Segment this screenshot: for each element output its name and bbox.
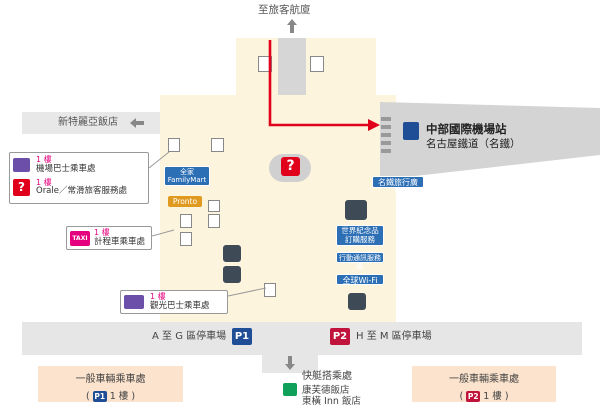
general-parking-right: 一般車輛乘車處 ( P2 1 樓 ) (412, 366, 556, 402)
p1-parking-text: A 至 G 區停車場 (152, 331, 227, 342)
taxi-desc: 計程車乘車處 (94, 236, 146, 247)
locker-icon (345, 200, 367, 220)
station-platform (380, 102, 600, 180)
hotels-label: 康芙德飯店 東橫 Inn 飯店 (302, 385, 361, 407)
escalator-icon (310, 56, 324, 72)
general-parking-left: 一般車輛乘車處 ( P1 1 樓 ) (38, 366, 183, 402)
elevator-icon (208, 214, 220, 228)
mobile-service-tag: 行動通訊服務處 (336, 252, 384, 270)
train-icon (403, 122, 419, 140)
general-parking-left-floor-row: ( P1 1 樓 ) (85, 391, 136, 402)
elevator-icon (223, 245, 241, 262)
sightseeing-floor: 1 樓 (150, 292, 166, 301)
wifi-tag: 全球Wi-Fi (336, 274, 384, 285)
p2-parking-badge: P2 (330, 328, 350, 345)
callout-pointer (228, 287, 267, 297)
sightseeing-desc: 觀光巴士乘車處 (150, 300, 210, 311)
airport-bus-floor: 1 樓 (36, 155, 52, 164)
general-parking-right-floor-row: ( P2 1 樓 ) (459, 391, 509, 402)
station-title: 中部國際機場站 (426, 122, 507, 136)
route-arrow (268, 40, 380, 131)
bus-icon (13, 158, 30, 173)
general-parking-right-title: 一般車輛乘車處 (449, 374, 519, 385)
callout-bus-info: 1 樓 機場巴士乘車處 ? 1 樓 Orale／常滑旅客服務處 (9, 152, 149, 204)
general-parking-right-badge: P2 (466, 391, 481, 402)
info-icon: ? (281, 157, 300, 176)
callout-pointer (149, 151, 170, 169)
ferry-label: 快艇搭乘處 (302, 371, 352, 382)
souvenir-tag: 世界紀念品訂購服務 (336, 225, 384, 246)
top-exit-label: 至旅客航廈 (258, 4, 311, 16)
general-parking-left-badge: P1 (92, 391, 107, 402)
escalator-icon (180, 214, 192, 228)
info-floor: 1 樓 (36, 177, 52, 187)
escalator-icon (180, 232, 192, 246)
escalator-icon (264, 283, 276, 297)
info-desc: Orale／常滑旅客服務處 (36, 186, 127, 197)
general-parking-left-floor: 1 樓 (109, 391, 129, 402)
general-parking-left-title: 一般車輛乘車處 (75, 374, 146, 385)
bottom-corridor (22, 322, 582, 355)
taxi-floor: 1 樓 (94, 228, 110, 237)
bus-icon (124, 295, 144, 310)
platform-shape (380, 102, 600, 180)
callout-sightseeing-bus: 1 樓 觀光巴士乘車處 (120, 290, 228, 314)
restroom-icon (211, 138, 224, 152)
elevator-icon (348, 293, 366, 310)
station-subtitle: 名古屋鐵道（名鐵） (426, 138, 521, 150)
callout-taxi: TAXI 1 樓 計程車乘車處 (66, 226, 152, 250)
left-exit-label: 新特麗亞飯店 (58, 117, 118, 128)
ferry-icon (283, 383, 297, 396)
down-arrow-icon (285, 356, 295, 370)
taxi-icon: TAXI (70, 230, 90, 246)
escalator-icon (258, 56, 272, 72)
callout-pointer (152, 229, 175, 237)
escalator-icon (168, 138, 180, 152)
p1-parking-badge: P1 (232, 328, 252, 345)
pronto-tag: Pronto (168, 196, 202, 207)
info-icon: ? (13, 179, 30, 197)
restroom-icon (223, 266, 241, 283)
smoking-icon (208, 200, 220, 212)
airport-bus-desc: 機場巴士乘車處 (36, 163, 96, 174)
up-arrow-icon (287, 19, 297, 33)
general-parking-right-floor: 1 樓 (483, 391, 502, 402)
p2-parking-text: H 至 M 區停車場 (356, 331, 432, 342)
ticket-gates (381, 117, 391, 157)
meitetsu-travel-tag: 名鐵旅行廣場 (372, 176, 424, 196)
left-arrow-icon (130, 118, 144, 128)
